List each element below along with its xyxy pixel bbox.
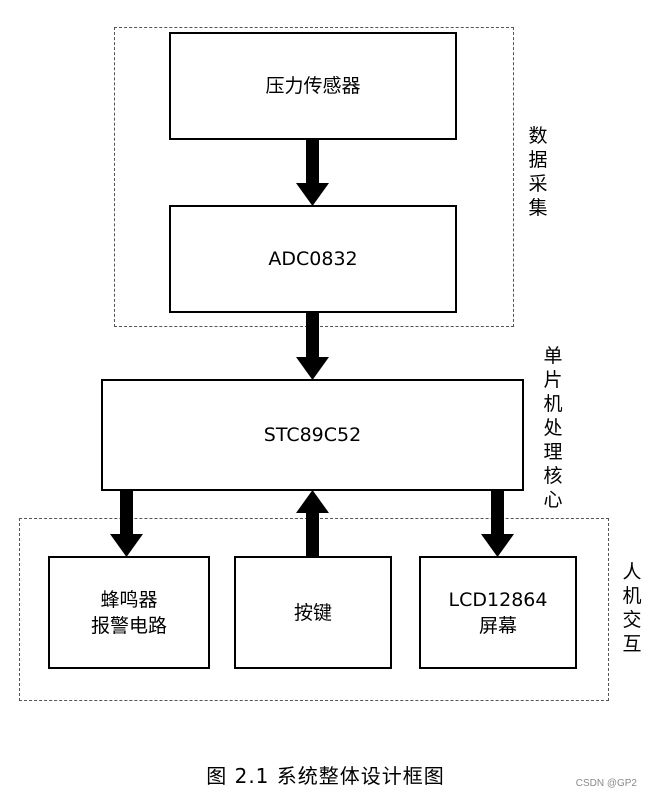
- figure-caption: 图 2.1 系统整体设计框图: [206, 764, 445, 788]
- arrow-sensor-to-adc: [296, 140, 329, 206]
- interaction-char: 机: [622, 585, 642, 607]
- data-acquisition-char: 集: [528, 197, 548, 219]
- lcd-label-line1: LCD12864: [448, 588, 548, 611]
- arrow-mcu-to-lcd: [481, 491, 514, 557]
- processing-char: 片: [543, 369, 563, 391]
- processing-char: 处: [543, 417, 563, 439]
- processing-char: 核: [543, 465, 563, 487]
- data-acquisition-char: 采: [528, 173, 548, 195]
- processing-char: 机: [543, 393, 563, 415]
- processing-char: 单: [543, 345, 563, 367]
- data-acquisition-char: 数: [528, 125, 548, 147]
- lcd-block: LCD12864 屏幕: [419, 556, 577, 669]
- data-acquisition-label: 数 据 采 集: [526, 124, 550, 220]
- buzzer-label-line1: 蜂鸣器: [100, 588, 158, 611]
- arrow-mcu-to-buzzer: [110, 491, 143, 557]
- buzzer-alarm-block: 蜂鸣器 报警电路: [48, 556, 210, 669]
- processing-char: 理: [543, 441, 563, 463]
- pressure-sensor-label: 压力传感器: [265, 75, 361, 97]
- keys-label: 按键: [293, 601, 332, 624]
- interaction-char: 互: [622, 633, 642, 655]
- pressure-sensor-block: 压力传感器: [169, 32, 457, 140]
- processing-char: 心: [543, 489, 563, 511]
- human-machine-interaction-label: 人 机 交 互: [620, 560, 644, 656]
- interaction-char: 人: [622, 561, 642, 583]
- mcu-block: STC89C52: [101, 379, 524, 491]
- watermark: CSDN @GP2: [575, 778, 637, 789]
- adc-label: ADC0832: [268, 248, 358, 270]
- interaction-char: 交: [622, 609, 642, 631]
- arrow-keys-to-mcu: [296, 490, 329, 556]
- buzzer-label-line2: 报警电路: [90, 614, 167, 637]
- lcd-label-line2: 屏幕: [478, 614, 517, 637]
- mcu-processing-core-label: 单 片 机 处 理 核 心: [541, 344, 565, 512]
- data-acquisition-char: 据: [528, 149, 548, 171]
- arrow-adc-to-mcu: [296, 313, 329, 380]
- adc-block: ADC0832: [169, 205, 457, 313]
- mcu-label: STC89C52: [263, 424, 362, 446]
- keys-block: 按键: [234, 556, 392, 669]
